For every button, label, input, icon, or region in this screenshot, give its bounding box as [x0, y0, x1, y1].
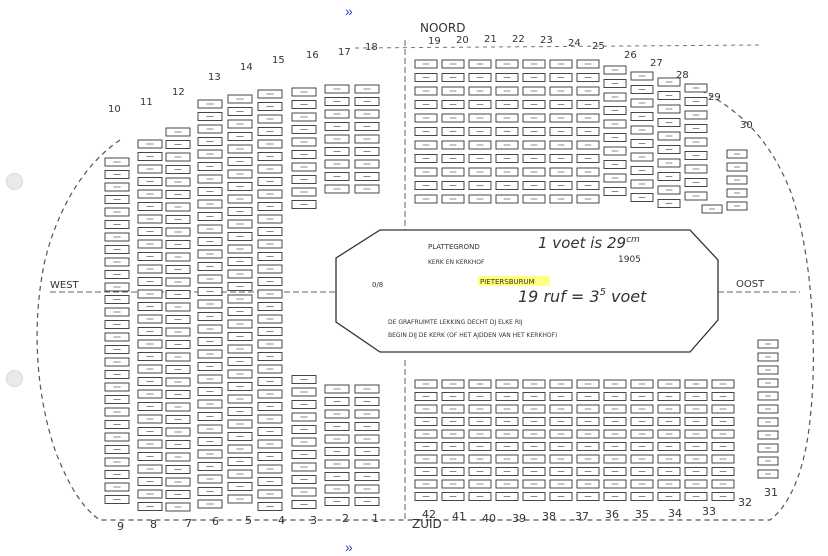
- row-number: 5: [245, 514, 252, 527]
- row-number: 14: [240, 62, 253, 73]
- north-label: NOORD: [420, 21, 465, 35]
- row-number: 22: [512, 34, 525, 45]
- row-number: 27: [650, 58, 663, 69]
- scale-two: 19 ruf = 35 voet: [518, 287, 647, 306]
- row-number: 17: [338, 47, 351, 58]
- row-number: 8: [150, 518, 157, 531]
- row-number: 23: [540, 35, 553, 46]
- north-arrow: »: [345, 3, 353, 19]
- row-number: 29: [708, 92, 721, 103]
- row-number: 19: [428, 36, 441, 47]
- row-number: 6: [212, 515, 219, 528]
- west-label: WEST: [50, 280, 80, 291]
- row-number: 16: [306, 50, 319, 61]
- row-number: 39: [512, 512, 526, 525]
- grave-rows: [104, 59, 779, 512]
- row-number: 7: [185, 517, 192, 530]
- row-number: 32: [738, 496, 752, 509]
- row-number: 42: [422, 508, 436, 521]
- cemetery-boundary: [36, 89, 814, 521]
- row-number: 24: [568, 38, 581, 49]
- row-number: 15: [272, 55, 285, 66]
- row-number: 9: [117, 520, 124, 533]
- south-label: ZUID: [412, 517, 442, 531]
- row-number: 35: [635, 508, 649, 521]
- row-number: 36: [605, 508, 619, 521]
- row-number: 20: [456, 35, 469, 46]
- scale-one: 1 voet is 29cm: [538, 234, 640, 252]
- church-note-line1: DE GRAFRUIMTE LEKKING DECHT DJ ELKE RIJ: [388, 319, 523, 326]
- scale-label-highlight: [478, 276, 550, 286]
- row-number: 37: [575, 510, 589, 523]
- row-number: 38: [542, 510, 556, 523]
- row-number: 40: [482, 512, 496, 525]
- row-number: 4: [278, 514, 285, 527]
- row-number: 25: [592, 41, 605, 52]
- row-number: 1: [372, 512, 379, 525]
- row-number: 41: [452, 510, 466, 523]
- row-number: 11: [140, 97, 153, 108]
- row-number: 26: [624, 50, 637, 61]
- punch-hole-bottom: [6, 370, 23, 387]
- church-title: PLATTEGROND: [428, 243, 480, 251]
- year-label: 1905: [618, 255, 641, 265]
- row-numbers-top: 18 17 16 15 14 13 12 11 10 19 20 21 22 23 24 25 26 27 28 29…: [108, 34, 753, 131]
- row-number: 12: [172, 87, 185, 98]
- church-outline: [335, 229, 719, 353]
- row-number: 18: [365, 42, 378, 53]
- east-label: OOST: [736, 279, 765, 290]
- row-number: 30: [740, 120, 753, 131]
- row-number: 34: [668, 507, 682, 520]
- church-side-mark: 0/8: [372, 281, 383, 289]
- row-number: 21: [484, 34, 497, 45]
- row-number: 2: [342, 512, 349, 525]
- row-number: 10: [108, 104, 121, 115]
- south-arrow: »: [345, 539, 353, 555]
- church-subtitle: KERK EN KERKHOF: [428, 259, 485, 266]
- cemetery-top-edge: [354, 44, 761, 49]
- row-number: 3: [310, 514, 317, 527]
- punch-hole-top: [6, 173, 23, 190]
- row-number: 28: [676, 70, 689, 81]
- row-number: 33: [702, 505, 716, 518]
- church-note-line2: BEGIN DIJ DE KERK (OF HET AJDDEN VAN HET…: [388, 332, 557, 339]
- scale-label: PIETERSBURUM: [480, 278, 535, 286]
- row-number: 13: [208, 72, 221, 83]
- row-number: 31: [764, 486, 778, 499]
